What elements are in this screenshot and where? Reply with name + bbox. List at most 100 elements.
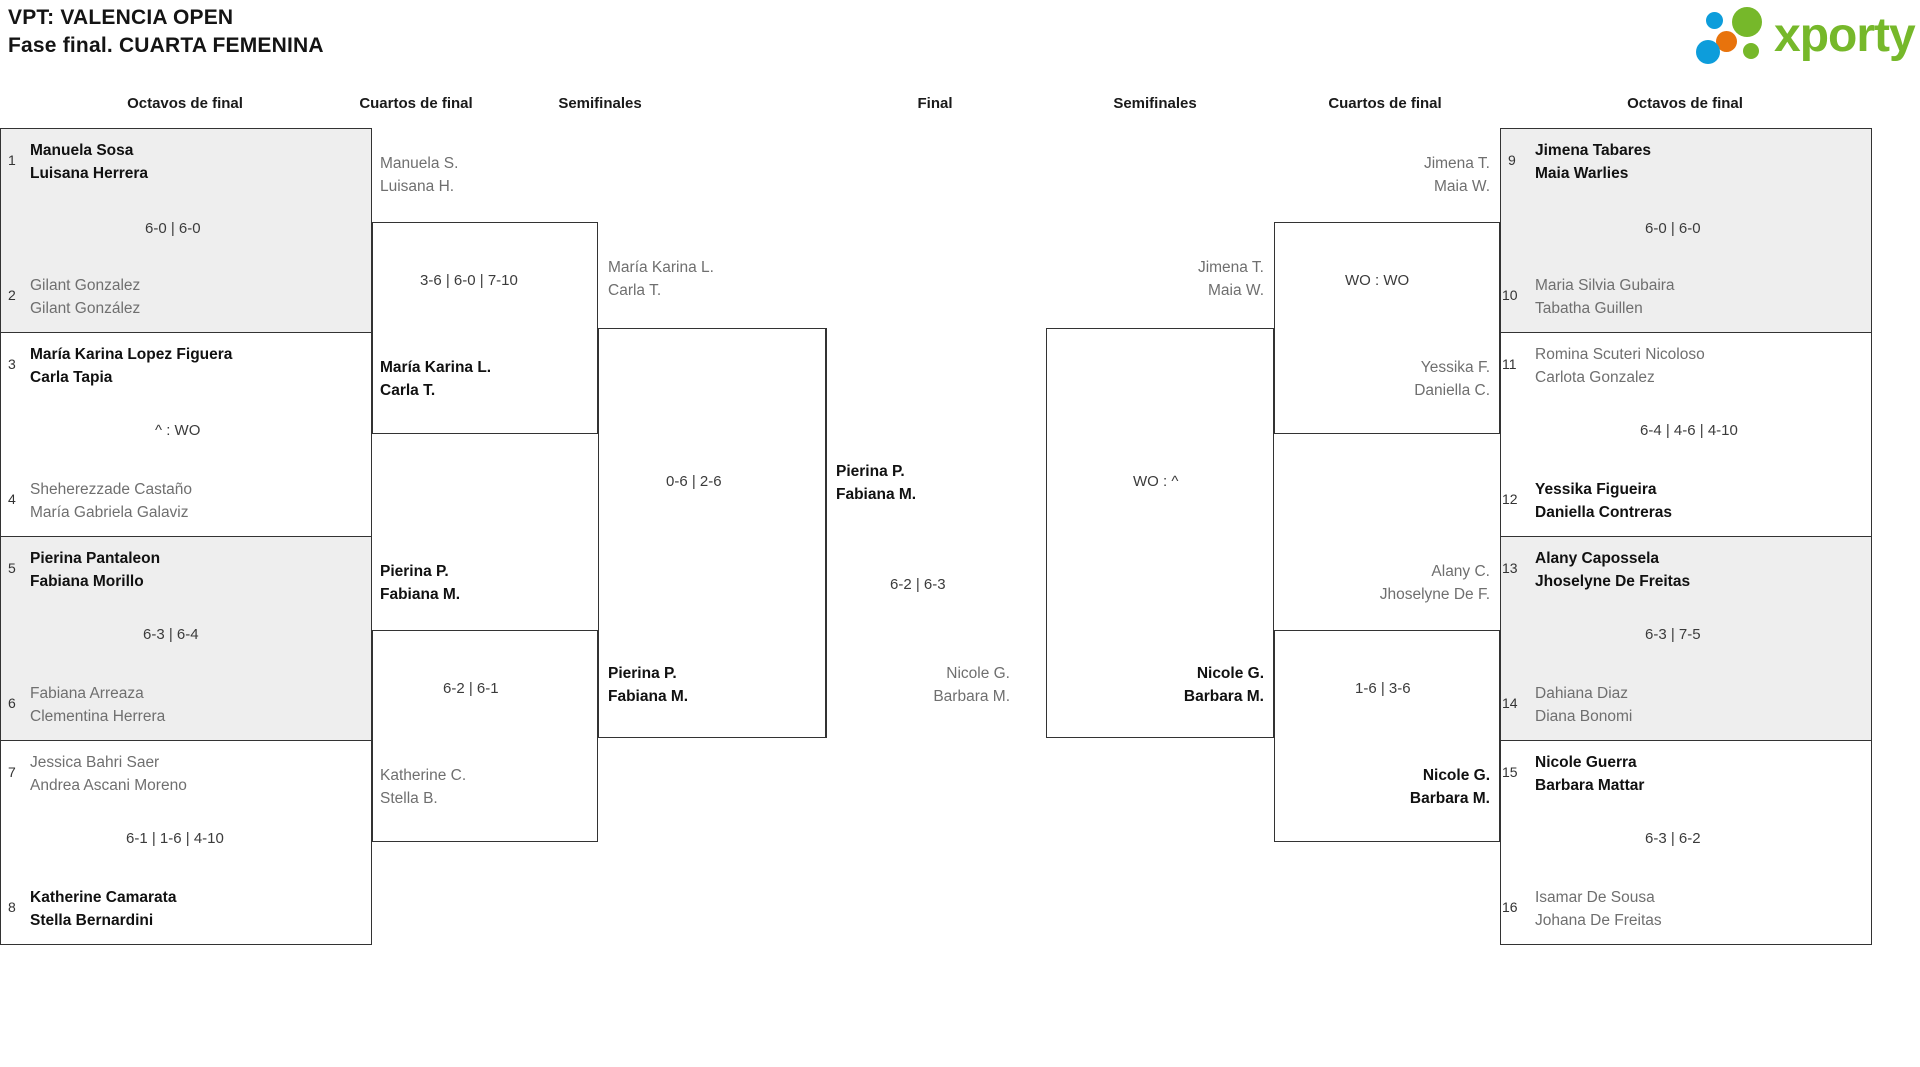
player-line-2: Barbara M. (933, 688, 1010, 705)
player-line-1: Nicole Guerra (1535, 754, 1637, 771)
player-line-2: Fabiana M. (836, 486, 917, 503)
qf-right-player-3: Alany C. Jhoselyne De F. (1272, 560, 1490, 606)
r16-left-player-1: Manuela Sosa Luisana Herrera (30, 139, 148, 185)
player-line-1: María Karina L. (380, 359, 492, 376)
sf-left-box[interactable] (598, 328, 826, 738)
r16-left-player-3: María Karina Lopez Figuera Carla Tapia (30, 343, 232, 389)
sf-left-player-2: Pierina P. Fabiana M. (608, 662, 688, 708)
r16-right-match-3[interactable] (1500, 536, 1872, 741)
r16-left-player-7: Jessica Bahri Saer Andrea Ascani Moreno (30, 751, 187, 797)
xporty-logo: xporty (1688, 4, 1916, 66)
player-line-2: Daniella Contreras (1535, 504, 1672, 521)
player-line-1: Romina Scuteri Nicoloso (1535, 346, 1705, 363)
player-line-1: Yessika F. (1420, 359, 1490, 376)
qf-right-box-2[interactable] (1274, 630, 1500, 842)
r16-right-match-2[interactable] (1500, 332, 1872, 537)
player-line-2: Carla T. (380, 382, 436, 399)
player-line-1: Pierina P. (836, 463, 905, 480)
r16-left-player-8: Katherine Camarata Stella Bernardini (30, 886, 176, 932)
player-line-1: Manuela S. (380, 155, 459, 172)
r16-right-player-12: Yessika Figueira Daniella Contreras (1535, 478, 1672, 524)
seed-number: 14 (1502, 695, 1518, 711)
player-line-2: Fabiana M. (608, 688, 689, 705)
player-line-1: Pierina P. (380, 563, 449, 580)
title-line-2: Fase final. CUARTA FEMENINA (8, 34, 324, 57)
title-line-1: VPT: VALENCIA OPEN (8, 6, 234, 29)
player-line-1: Katherine C. (380, 767, 467, 784)
player-line-2: Barbara Mattar (1535, 777, 1645, 794)
r16-left-match-2[interactable] (0, 332, 372, 537)
player-line-1: Katherine Camarata (30, 889, 177, 906)
qf-left-player-1: Manuela S. Luisana H. (380, 152, 458, 198)
seed-number: 8 (8, 899, 16, 915)
round-header-right-qf: Cuartos de final (1328, 95, 1442, 112)
qf-left-player-2: María Karina L. Carla T. (380, 356, 491, 402)
r16-left-match-1[interactable] (0, 128, 372, 333)
seed-number: 16 (1502, 899, 1518, 915)
sf-left-score: 0-6 | 2-6 (666, 473, 722, 490)
r16-right-player-16: Isamar De Sousa Johana De Freitas (1535, 886, 1662, 932)
qf-left-box-1[interactable] (372, 222, 598, 434)
player-line-1: Nicole G. (1196, 665, 1264, 682)
player-line-1: Maria Silvia Gubaira (1535, 277, 1675, 294)
player-line-1: Alany Capossela (1535, 550, 1660, 567)
player-line-1: Pierina P. (608, 665, 677, 682)
seed-number: 6 (8, 695, 16, 711)
player-line-1: Alany C. (1431, 563, 1490, 580)
final-divider (826, 328, 827, 738)
player-line-2: Carla T. (608, 282, 662, 299)
qf-left-score-2: 6-2 | 6-1 (443, 680, 499, 697)
player-line-1: Jimena T. (1197, 259, 1264, 276)
player-line-1: Pierina Pantaleon (30, 550, 161, 567)
player-line-1: Gilant Gonzalez (30, 277, 141, 294)
qf-right-player-2: Yessika F. Daniella C. (1272, 356, 1490, 402)
player-line-1: Jimena Tabares (1535, 142, 1652, 159)
player-line-2: Carla Tapia (30, 369, 113, 386)
player-line-1: Dahiana Diaz (1535, 685, 1629, 702)
seed-number: 13 (1502, 560, 1518, 576)
r16-left-score-3: 6-3 | 6-4 (143, 626, 199, 643)
logo-dot-blue-large (1696, 40, 1720, 64)
r16-right-match-4[interactable] (1500, 740, 1872, 945)
seed-number: 5 (8, 560, 16, 576)
seed-number: 2 (8, 287, 16, 303)
final-player-bottom: Nicole G. Barbara M. (850, 662, 1010, 708)
sf-left-player-1: María Karina L. Carla T. (608, 256, 714, 302)
round-header-left-r16: Octavos de final (127, 95, 243, 112)
sf-right-score: WO : ^ (1133, 473, 1179, 490)
qf-left-box-2[interactable] (372, 630, 598, 842)
player-line-1: Jessica Bahri Saer (30, 754, 160, 771)
r16-right-player-15: Nicole Guerra Barbara Mattar (1535, 751, 1644, 797)
round-header-left-sf: Semifinales (558, 95, 642, 112)
player-line-2: Stella Bernardini (30, 912, 154, 929)
player-line-1: Isamar De Sousa (1535, 889, 1655, 906)
seed-number: 3 (8, 356, 16, 372)
round-header-final: Final (917, 95, 953, 112)
sf-right-player-2: Nicole G. Barbara M. (1056, 662, 1264, 708)
logo-dot-green-small (1743, 43, 1759, 59)
player-line-2: Stella B. (380, 790, 438, 807)
r16-left-score-4: 6-1 | 1-6 | 4-10 (126, 830, 224, 847)
r16-left-player-2: Gilant Gonzalez Gilant González (30, 274, 140, 320)
player-line-1: Jimena T. (1423, 155, 1490, 172)
player-line-2: María Gabriela Galaviz (30, 504, 189, 521)
player-line-2: Jhoselyne De F. (1379, 586, 1490, 603)
seed-number: 11 (1502, 356, 1517, 372)
sf-right-player-1: Jimena T. Maia W. (1056, 256, 1264, 302)
r16-right-player-10: Maria Silvia Gubaira Tabatha Guillen (1535, 274, 1675, 320)
r16-left-player-4: Sheherezzade Castaño María Gabriela Gala… (30, 478, 192, 524)
round-header-right-r16: Octavos de final (1627, 95, 1743, 112)
qf-right-box-1[interactable] (1274, 222, 1500, 434)
seed-number: 10 (1502, 287, 1518, 303)
r16-left-match-4[interactable] (0, 740, 372, 945)
player-line-2: Gilant González (30, 300, 141, 317)
sf-right-box[interactable] (1046, 328, 1274, 738)
player-line-1: María Karina L. (608, 259, 714, 276)
seed-number: 12 (1502, 491, 1518, 507)
logo-wordmark: xporty (1774, 9, 1916, 62)
player-line-2: Tabatha Guillen (1535, 300, 1643, 317)
player-line-2: Luisana Herrera (30, 165, 149, 182)
seed-number: 1 (8, 152, 16, 168)
player-line-1: Nicole G. (1422, 767, 1490, 784)
